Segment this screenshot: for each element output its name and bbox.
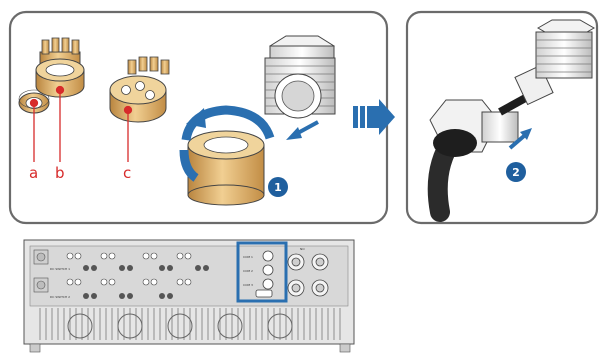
dc-switch-2-label: DC SWITCH 2 xyxy=(50,295,70,299)
threaded-connector-2 xyxy=(536,20,594,78)
com3-label: COM 3 xyxy=(243,283,253,287)
svg-text:1: 1 xyxy=(274,181,282,194)
label-c: c xyxy=(123,164,131,182)
panel-step-1: a b c xyxy=(10,12,387,223)
label-a: a xyxy=(29,164,38,182)
no-label: NO xyxy=(300,247,305,251)
step-1-badge: 1 xyxy=(268,177,288,197)
dc-switch-1-label: DC SWITCH 1 xyxy=(50,267,70,271)
step-2-badge: 2 xyxy=(506,162,526,182)
label-b: b xyxy=(55,164,65,182)
com2-label: COM 2 xyxy=(243,269,253,273)
threaded-connector xyxy=(265,36,335,118)
inverter-device: DC SWITCH 1 DC SWITCH 2 xyxy=(24,240,354,352)
svg-text:2: 2 xyxy=(512,166,520,179)
com1-label: COM 1 xyxy=(243,255,253,259)
panel-step-2: 2 xyxy=(407,12,597,223)
